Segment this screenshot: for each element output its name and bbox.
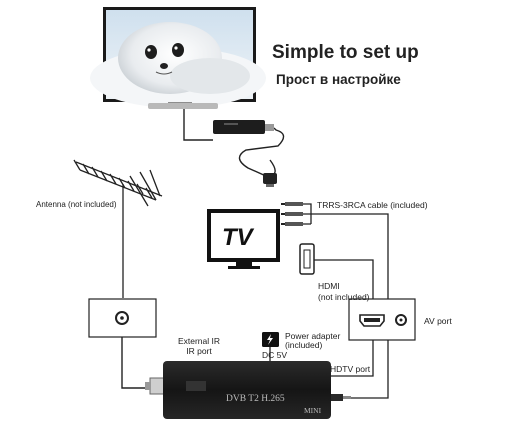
device-model-text: DVB T2 H.265: [226, 394, 285, 404]
title-russian: Прост в настройке: [276, 72, 401, 87]
rca-cable: [303, 203, 389, 299]
hdtv-port-label: HDTV port: [330, 364, 371, 374]
panel-to-device-cables: [330, 340, 389, 399]
flat-tv: [90, 7, 266, 109]
trrs-cable-label: TRRS-3RCA cable (included): [317, 200, 428, 210]
hdmi-plug: [299, 243, 315, 275]
antenna-icon: [73, 159, 163, 298]
tv-stick-cables: [183, 109, 285, 177]
antenna-cable: [121, 337, 150, 389]
title-english: Simple to set up: [272, 42, 419, 63]
power-adapter-label-line1: Power adapter: [285, 331, 341, 341]
av-port-label: AV port: [424, 316, 452, 326]
power-adapter-label-line2: (included): [285, 340, 323, 350]
power-adapter-icon: [262, 332, 279, 347]
external-ir-label-line1: External IR: [177, 336, 221, 346]
rca-plugs: [281, 202, 303, 226]
external-ir-label-line2: IR port: [186, 346, 212, 356]
device-mini-text: MINI: [304, 406, 322, 415]
hdmi-cable: [314, 259, 374, 299]
antenna-label: Antenna (not included): [36, 200, 117, 209]
antenna-wall-socket: [88, 298, 157, 338]
hdmi-label-line2: (not included): [318, 292, 370, 302]
av-hdmi-panel: [348, 298, 416, 341]
power-plug-small: [263, 173, 277, 187]
seal-picture: [90, 22, 266, 108]
tv-monitor-icon: TV: [207, 209, 280, 269]
mini-stick-device: [213, 120, 274, 134]
dc5v-label: DC 5V: [262, 350, 288, 360]
tv-icon-text: TV: [222, 224, 255, 251]
dvb-t2-receiver: DVB T2 H.265 MINI: [145, 361, 351, 419]
hdmi-label-line1: HDMI: [318, 281, 340, 291]
